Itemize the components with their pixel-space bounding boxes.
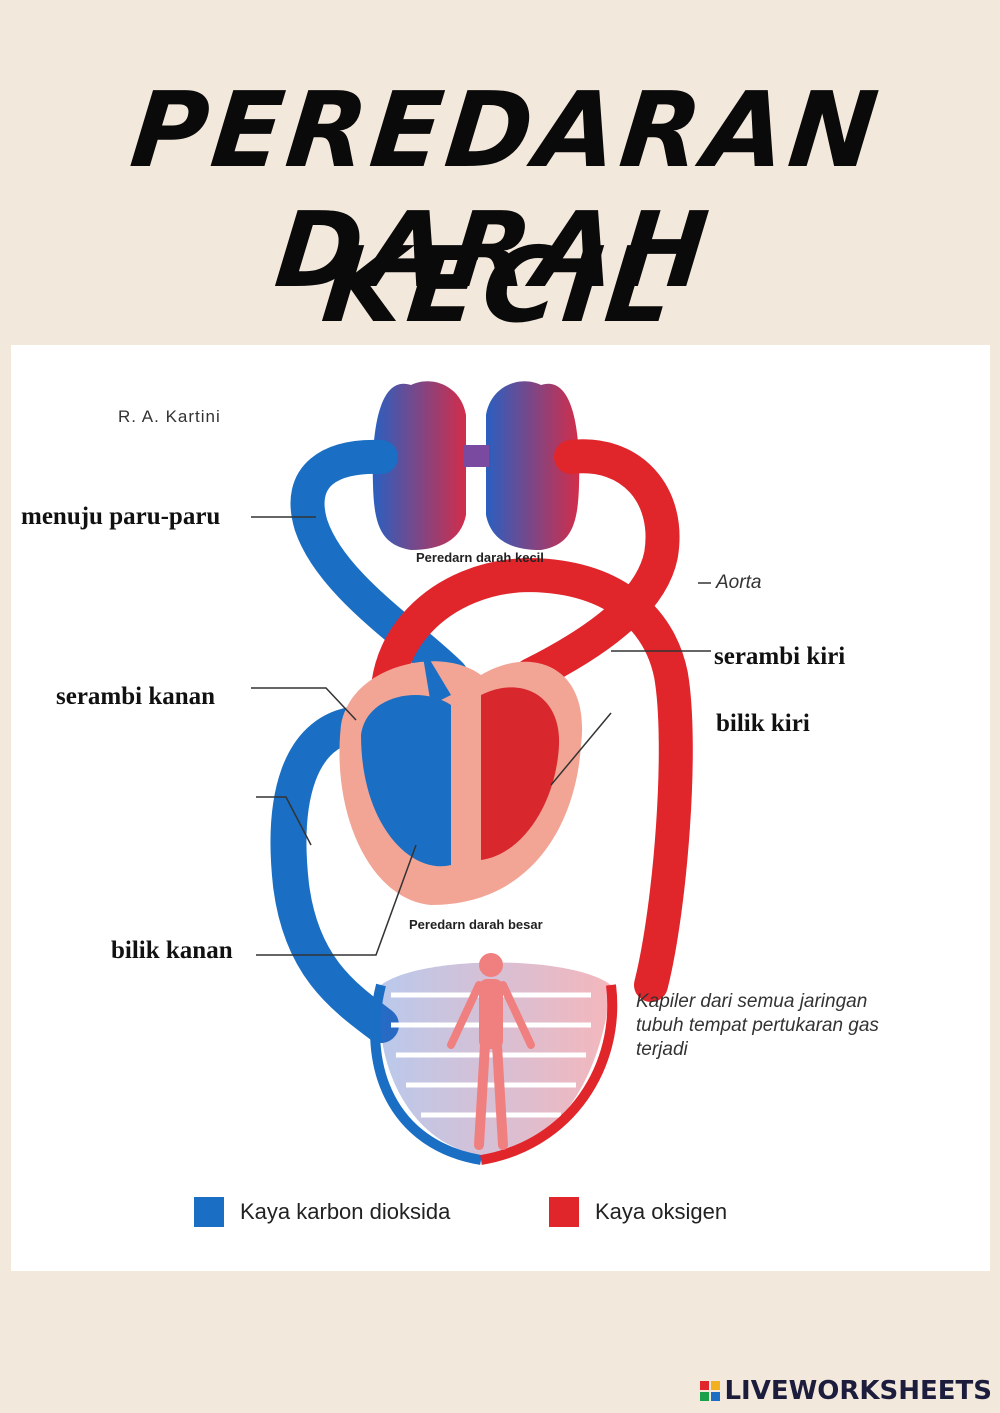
label-kapiler: Kapiler dari semua jaringan tubuh tempat…: [636, 991, 879, 1060]
lungs-icon: [372, 381, 580, 550]
label-aorta: Aorta: [716, 572, 762, 593]
label-serambi-kiri: serambi kiri: [714, 643, 846, 670]
label-bilik-kanan: bilik kanan: [111, 937, 233, 964]
legend-co2-swatch: [194, 1197, 224, 1227]
legend-o2: Kaya oksigen: [549, 1197, 727, 1227]
circulation-diagram: [251, 381, 711, 1165]
label-serambi-kanan: serambi kanan: [56, 683, 216, 710]
legend-co2: Kaya karbon dioksida: [194, 1197, 450, 1227]
brand-grid-icon: [700, 1381, 721, 1401]
brand-logo: LIVEWORKSHEETS: [700, 1376, 992, 1406]
title-line-2: KECIL: [317, 224, 683, 346]
legend-o2-label: Kaya oksigen: [595, 1199, 728, 1224]
label-peredaran-kecil: Peredarn darah kecil: [416, 550, 544, 565]
brand-text: LIVEWORKSHEETS: [724, 1376, 992, 1406]
label-bilik-kiri: bilik kiri: [716, 710, 810, 737]
human-body-icon: [447, 953, 535, 1150]
legend-o2-swatch: [549, 1197, 579, 1227]
author-credit: R. A. Kartini: [118, 407, 221, 426]
label-peredaran-besar: Peredarn darah besar: [409, 917, 543, 932]
label-menuju-paru-paru: menuju paru-paru: [21, 503, 221, 530]
legend-co2-label: Kaya karbon dioksida: [240, 1199, 451, 1224]
heart-icon: [339, 645, 583, 905]
diagram-panel: R. A. Kartini menuju paru-paru Peredarn …: [11, 345, 990, 1271]
